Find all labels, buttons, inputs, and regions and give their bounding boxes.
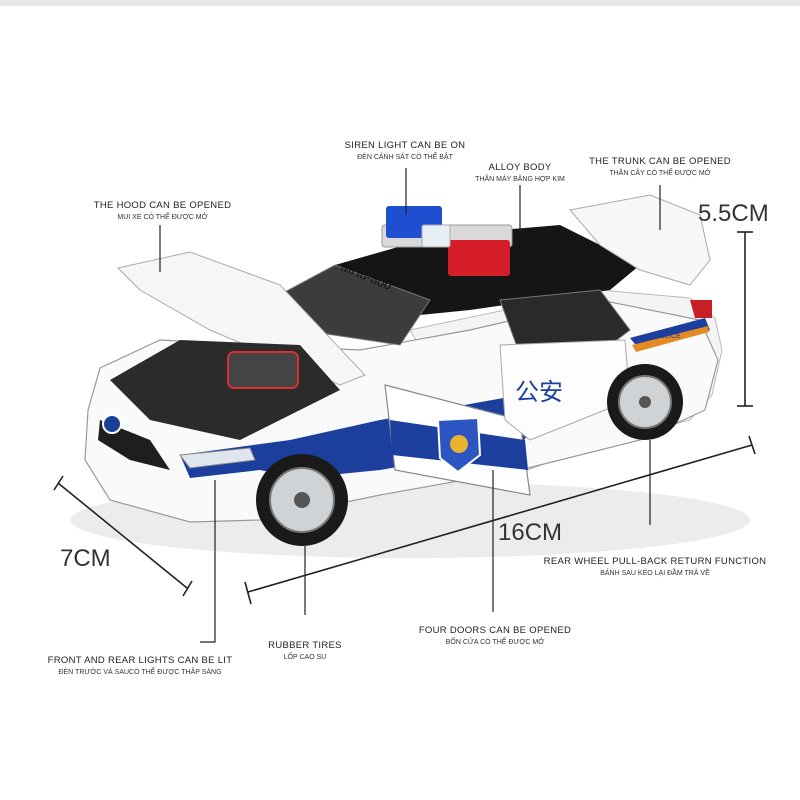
label-siren-vi: ĐÈN CẢNH SÁT CÓ THỂ BẬT bbox=[357, 153, 453, 161]
label-hood-en: THE HOOD CAN BE OPENED bbox=[93, 200, 232, 211]
label-wheel-vi: BÁNH SAU KÉO LẠI ĐẦM TRẢ VỀ bbox=[600, 569, 710, 577]
side-police-text: POLICE bbox=[655, 333, 681, 340]
badge-emblem bbox=[450, 435, 468, 453]
label-wheel: REAR WHEEL PULL-BACK RETURN FUNCTION BÁN… bbox=[540, 556, 770, 579]
label-lights-vi: ĐÈN TRƯỚC VÀ SAUCÓ THỂ ĐƯỢC THẮP SÁNG bbox=[58, 668, 222, 676]
label-tires-en: RUBBER TIRES bbox=[268, 640, 342, 651]
label-alloy-vi: THÂN MÁY BẰNG HỢP KIM bbox=[475, 175, 565, 183]
label-trunk: THE TRUNK CAN BE OPENED THÂN CÂY CÓ THỂ … bbox=[585, 156, 735, 179]
door-text: 公安 bbox=[515, 378, 563, 406]
label-lights-en: FRONT AND REAR LIGHTS CAN BE LIT bbox=[47, 655, 233, 666]
top-divider bbox=[0, 0, 800, 6]
label-doors: FOUR DOORS CAN BE OPENED BỐN CỬA CÓ THỂ … bbox=[415, 625, 575, 648]
label-hood-vi: MUI XE CÓ THỂ ĐƯỢC MỞ bbox=[117, 213, 208, 221]
front-logo bbox=[102, 414, 122, 434]
height-dimension: 5.5CM bbox=[698, 200, 769, 227]
label-wheel-en: REAR WHEEL PULL-BACK RETURN FUNCTION bbox=[543, 556, 767, 567]
label-doors-vi: BỐN CỬA CÓ THỂ ĐƯỢC MỞ bbox=[445, 638, 545, 646]
taillight bbox=[690, 300, 712, 318]
label-trunk-en: THE TRUNK CAN BE OPENED bbox=[589, 156, 731, 167]
siren-clear bbox=[421, 224, 451, 248]
label-doors-en: FOUR DOORS CAN BE OPENED bbox=[418, 625, 572, 636]
label-siren-en: SIREN LIGHT CAN BE ON bbox=[344, 140, 466, 151]
lights-leader bbox=[200, 480, 216, 643]
label-trunk-vi: THÂN CÂY CÓ THỂ ĐƯỢC MỞ bbox=[609, 169, 711, 177]
label-tires-vi: LỐP CAO SU bbox=[283, 653, 327, 661]
width-dimension: 7CM bbox=[60, 545, 111, 572]
label-alloy-en: ALLOY BODY bbox=[488, 162, 552, 173]
rear-door bbox=[499, 339, 631, 441]
length-dimension: 16CM bbox=[498, 519, 563, 546]
open-trunk bbox=[569, 194, 711, 286]
width-dimension-line bbox=[57, 482, 188, 589]
siren-red bbox=[448, 240, 510, 276]
rear-wheel bbox=[607, 364, 683, 440]
headlight bbox=[179, 447, 256, 469]
label-tires: RUBBER TIRES LỐP CAO SU bbox=[255, 640, 355, 663]
label-lights: FRONT AND REAR LIGHTS CAN BE LIT ĐÈN TRƯ… bbox=[40, 655, 240, 678]
label-siren: SIREN LIGHT CAN BE ON ĐÈN CẢNH SÁT CÓ TH… bbox=[335, 140, 475, 163]
front-wheel bbox=[256, 454, 348, 546]
rear-stripe-orange bbox=[632, 326, 709, 352]
engine-cover bbox=[227, 351, 299, 389]
length-dimension-line bbox=[247, 444, 753, 593]
label-alloy: ALLOY BODY THÂN MÁY BẰNG HỢP KIM bbox=[460, 162, 580, 185]
label-hood: THE HOOD CAN BE OPENED MUI XE CÓ THỂ ĐƯỢ… bbox=[90, 200, 235, 223]
